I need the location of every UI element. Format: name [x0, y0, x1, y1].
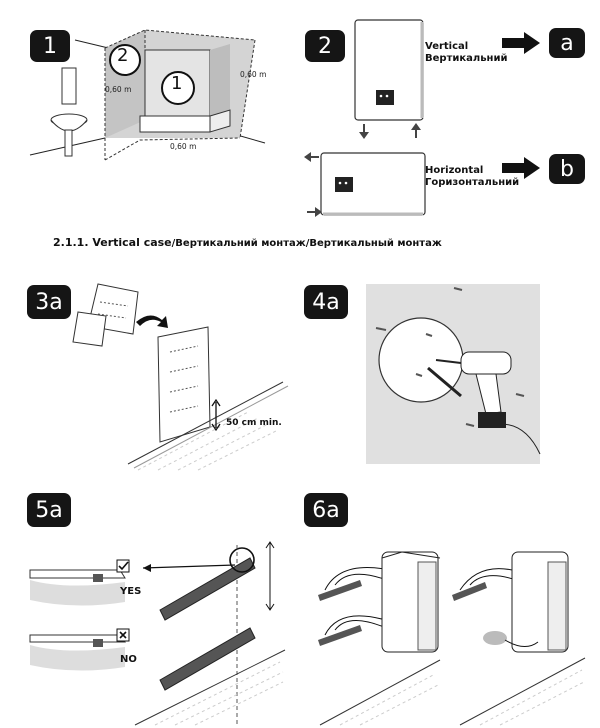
bracket-detail-drawing: [29, 541, 286, 726]
cross-icon: [116, 628, 130, 642]
dimension-left: 0,60 m: [105, 85, 132, 94]
step-badge-2: 2: [305, 30, 345, 62]
step-badge-1: 1: [30, 30, 70, 62]
step-badge-3a: 3a: [27, 285, 71, 319]
horizontal-label-ua: Горизонтальний: [425, 177, 520, 188]
dimension-bottom: 0,60 m: [170, 142, 197, 151]
section-title-bold: 2.1.1. Vertical case: [53, 236, 172, 249]
min-distance-label: 50 cm min.: [226, 418, 282, 428]
dimension-right: 0,60 m: [240, 70, 267, 79]
section-title: 2.1.1. Vertical case/Вертикальний монтаж…: [53, 236, 442, 249]
step-badge-5a: 5a: [27, 493, 71, 527]
template-drawing: [72, 283, 289, 471]
zone-2-label: 2: [117, 45, 129, 66]
horizontal-label-en: Horizontal: [425, 165, 484, 176]
drilling-drawing: [366, 284, 541, 464]
no-label: NO: [120, 654, 137, 665]
drill-icon: [435, 351, 541, 455]
arrow-right-icon: [502, 157, 540, 179]
zone-1-label: 1: [171, 73, 183, 94]
vertical-heater-drawing: [354, 19, 424, 139]
result-badge-b: b: [549, 154, 585, 184]
yes-label: YES: [120, 586, 142, 597]
horizontal-heater-drawing: [304, 152, 426, 217]
vertical-label-ua: Вертикальний: [425, 53, 508, 64]
vertical-label-en: Vertical: [425, 41, 469, 52]
bathroom-zones-diagram: [29, 29, 266, 161]
arrow-right-icon: [502, 32, 540, 54]
check-icon: [116, 559, 130, 573]
section-title-rest: /Вертикальний монтаж/Вертикальный монтаж: [171, 238, 442, 249]
result-badge-a: a: [549, 28, 585, 58]
step-badge-4a: 4a: [304, 285, 348, 319]
hang-heater-drawing: [318, 551, 586, 726]
step-badge-6a: 6a: [304, 493, 348, 527]
